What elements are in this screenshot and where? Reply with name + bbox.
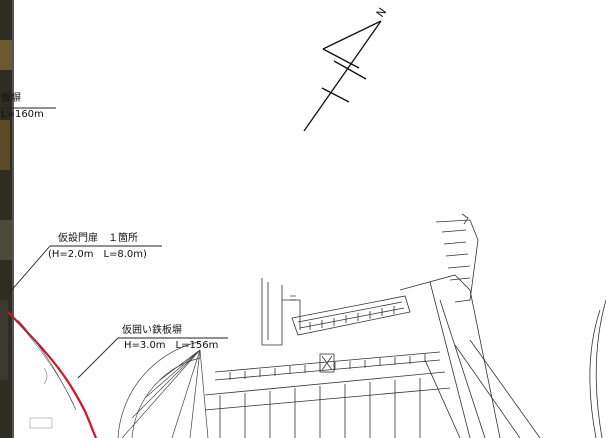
- steel-fence-title: 仮囲い鉄板塀: [122, 325, 182, 336]
- fence-left-length: L=160m: [1, 109, 44, 120]
- site-structure: [204, 213, 606, 438]
- photo-strip: [0, 0, 14, 438]
- gate-title: 仮設門扉 １箇所: [58, 233, 138, 244]
- temporary-fence-line: [7, 311, 98, 438]
- fence-left-title: 仮塀: [1, 93, 21, 104]
- fence-ticks: [290, 295, 296, 301]
- fan-area: [117, 341, 209, 438]
- north-label: N: [374, 6, 389, 20]
- leader-lines: [0, 107, 228, 379]
- steel-fence-dimensions: H=3.0m L=156m: [124, 340, 219, 351]
- gate-dimensions: (H=2.0m L=8.0m): [48, 249, 147, 260]
- north-arrow-icon: [303, 20, 382, 132]
